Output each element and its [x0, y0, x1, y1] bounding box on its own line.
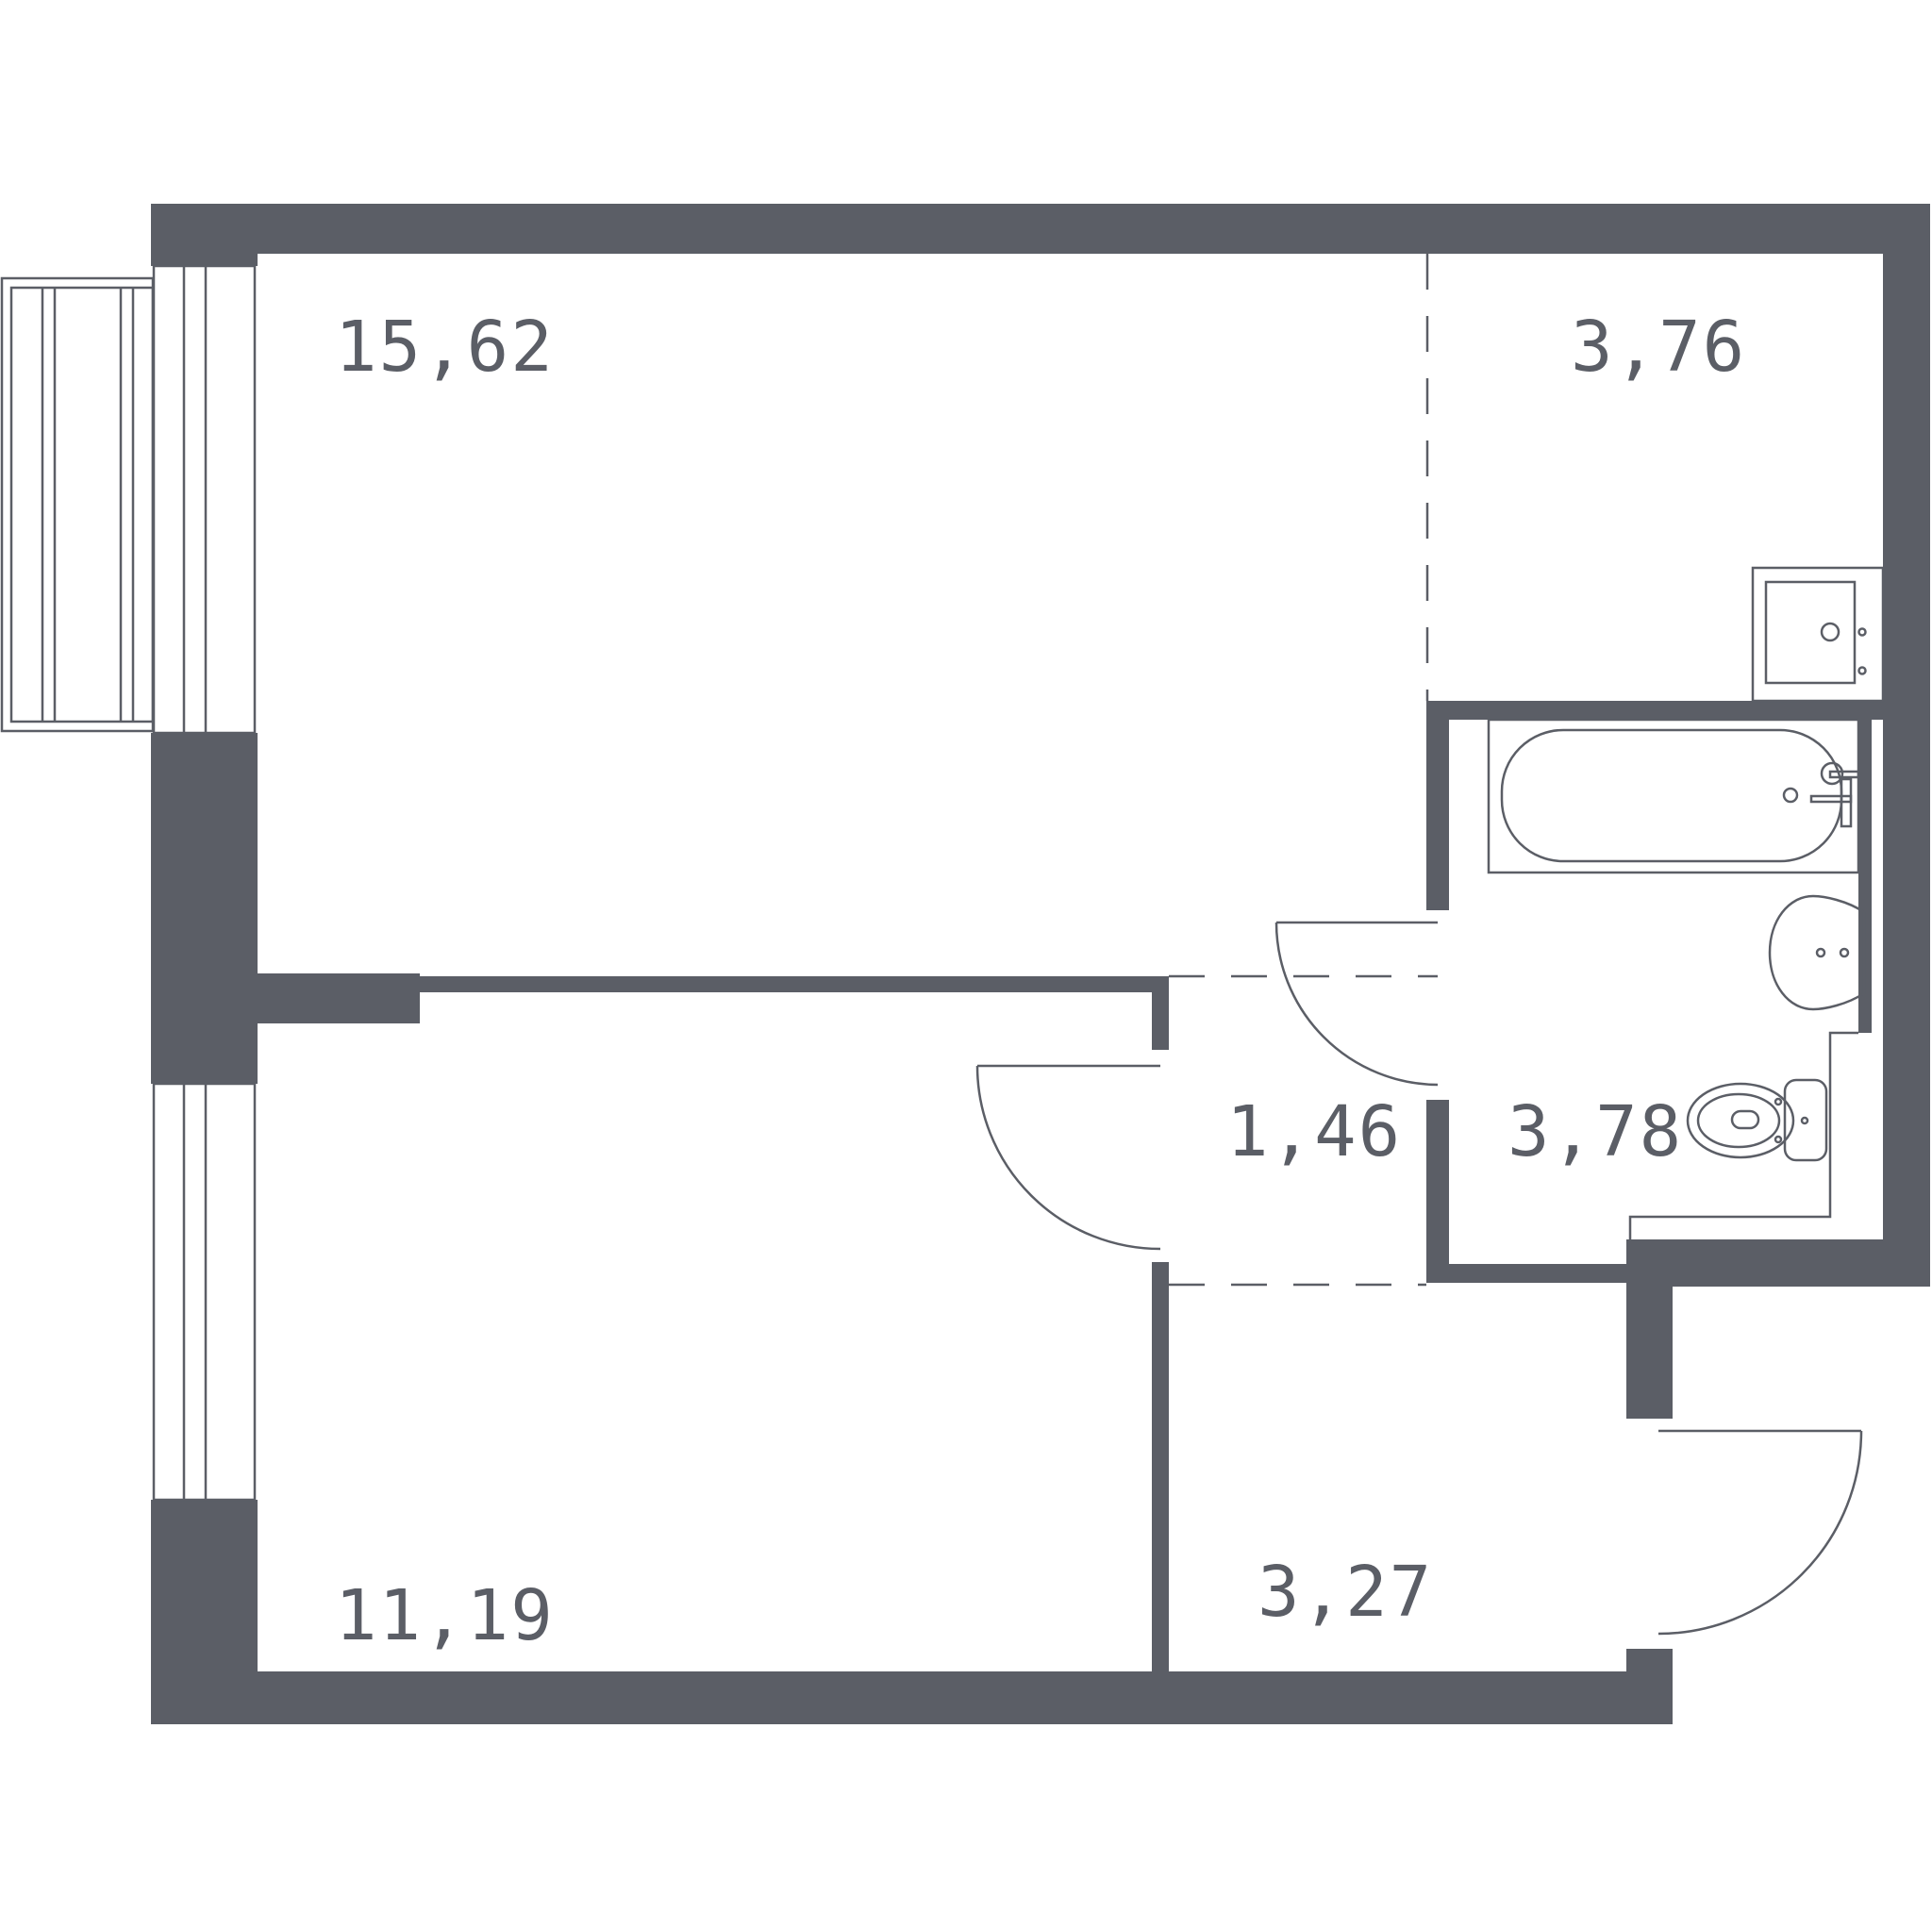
exterior-walls — [151, 204, 1930, 1724]
corridor-area: 1,46 — [1226, 1091, 1402, 1172]
toilet-icon — [1686, 1078, 1828, 1162]
balcony — [0, 276, 155, 733]
bedroom-door[interactable] — [975, 1064, 1161, 1251]
stove-icon — [1751, 566, 1885, 703]
sink-icon — [1768, 894, 1866, 1011]
interior-walls — [258, 701, 1883, 1677]
hallway-area: 3,27 — [1257, 1552, 1433, 1633]
entrance-door[interactable] — [1657, 1429, 1863, 1636]
bathtub-icon — [1487, 718, 1860, 874]
kitchen-area: 3,76 — [1571, 307, 1746, 388]
bathroom-door[interactable] — [1274, 921, 1439, 1087]
bedroom-area: 11,19 — [335, 1575, 555, 1656]
doors — [975, 921, 1863, 1636]
zone-dividers — [1169, 254, 1438, 1287]
living-room-area: 15,62 — [335, 307, 555, 388]
room-labels: 15,62 3,76 11,19 1,46 3,78 3,27 — [335, 307, 1746, 1656]
bathroom-area: 3,78 — [1507, 1091, 1683, 1172]
windows — [152, 264, 257, 1502]
